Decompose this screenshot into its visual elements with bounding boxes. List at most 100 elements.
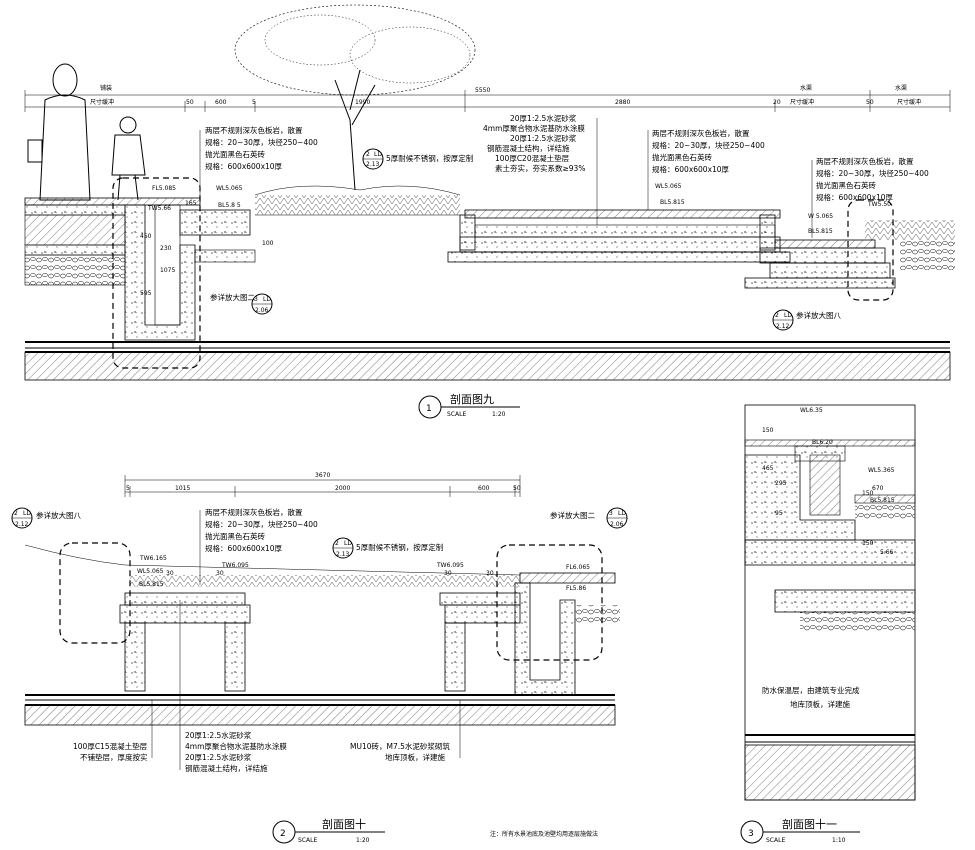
vdim-v4: 1075 xyxy=(160,267,175,274)
title10-text: 剖面图十 xyxy=(322,817,366,831)
ref-right9-num: 2 xyxy=(775,312,779,319)
note-top-10: 两层不规则深灰色板岩，散置 规格：20~30厚，块径250~400 抛光面黑色石… xyxy=(199,507,318,585)
s11-bl2: BL5.815 xyxy=(870,497,895,504)
s11-vdim-3: 95 xyxy=(775,510,783,517)
ref-right-9[interactable]: 2 LD 2.12 参详放大图八 xyxy=(772,309,841,331)
s10-note-bm-3: 20厚1:2.5水泥砂浆 xyxy=(185,752,252,762)
base-slab-9 xyxy=(24,341,951,381)
s11-layers xyxy=(744,439,916,801)
ref-mid-text: 5厚耐候不锈钢，按厚定制 xyxy=(386,153,473,163)
s10-dim-total: 3670 xyxy=(315,472,330,479)
note-center-6: 素土夯实，夯实系数≥93% xyxy=(495,163,585,173)
note-left-3: 抛光面黑色石英砖 xyxy=(205,149,265,159)
title-10: 2 剖面图十 SCALE 1:20 xyxy=(272,817,385,844)
ref-mid10-page: 2.13 xyxy=(336,551,350,558)
s11-vdim-6: 150 xyxy=(862,540,874,547)
title9-scale: 1:20 xyxy=(492,411,506,418)
note-center-group: 20厚1:2.5水泥砂浆 4mm厚聚合物水泥基防水涂膜 20厚1:2.5水泥砂浆… xyxy=(483,113,598,225)
s11-note-1: 防水保温层，由建筑专业完成 xyxy=(762,685,860,695)
dim-d2: 600 xyxy=(215,99,227,106)
note-left-1: 两层不规则深灰色板岩，散置 xyxy=(205,125,303,135)
note-right-group: 两层不规则深灰色板岩，散置 规格：20~30厚，块径250~400 抛光面黑色石… xyxy=(647,128,765,210)
s10-tw3: TW6.095 xyxy=(436,562,464,569)
label-bl2: BL5.815 xyxy=(660,199,685,206)
s11-vdim-5: 670 xyxy=(872,485,884,492)
footnote: 注：所有水景池底及池壁均用逐层施做法 xyxy=(490,830,598,838)
ref-right-10[interactable]: 3 LD 2.06 参详放大图二 xyxy=(550,507,628,529)
vdim-v3: 230 xyxy=(160,245,172,252)
note-center-4: 钢筋混凝土结构，详结施 xyxy=(487,143,570,153)
ref-mid10-num: 2 xyxy=(335,540,339,547)
s11-vdim-1: 465 xyxy=(762,465,774,472)
s11-vdim-2: 295 xyxy=(775,480,787,487)
dim-d1: 50 xyxy=(186,99,194,106)
s10-d30c: 30 xyxy=(444,570,452,577)
label-fl: FL5.085 xyxy=(152,185,176,192)
ref-left-10[interactable]: 2 LD 2.12 参详放大图八 xyxy=(11,507,81,529)
ref-right9-tag: LD xyxy=(784,312,792,319)
note-center-1: 20厚1:2.5水泥砂浆 xyxy=(510,113,577,123)
note-far-right-group: 两层不规则深灰色板岩，散置 规格：20~30厚，块径250~400 抛光面黑色石… xyxy=(811,156,929,238)
label-wl3: W 5.065 xyxy=(808,213,833,220)
label-wl: WL5.065 xyxy=(216,185,243,192)
ref-right9-text: 参详放大图八 xyxy=(796,310,841,320)
s10-note-top-4: 规格：600x600x10厚 xyxy=(205,543,283,553)
note-right-4: 规格：600x600x10厚 xyxy=(652,164,730,174)
note-right-3: 抛光面黑色石英砖 xyxy=(652,152,712,162)
ref-mid-tag: LD xyxy=(374,151,382,158)
note-left-2: 规格：20~30厚，块径250~400 xyxy=(205,137,318,147)
ref-right9-page: 2.12 xyxy=(776,323,790,330)
s10-note-bm-1: 20厚1:2.5水泥砂浆 xyxy=(185,730,252,740)
ref-left9-page: 2.06 xyxy=(255,307,269,314)
title11-num: 3 xyxy=(748,829,754,839)
label-tw2: TW5.50 xyxy=(867,201,891,208)
label-tw1: TW5.66 xyxy=(147,205,171,212)
s10-note-br-1: MU10砖，M7.5水泥砂浆砌筑 xyxy=(350,741,450,751)
s10-d30b: 30 xyxy=(216,570,224,577)
label-top-right-c: 水渠 xyxy=(895,84,907,92)
title11-scale-label: SCALE xyxy=(766,837,785,844)
s10-dim-d3: 2000 xyxy=(335,485,350,492)
ref-mid10-tag: LD xyxy=(344,540,352,547)
dim-d6: 20 xyxy=(773,99,781,106)
s11-wl1: WL6.35 xyxy=(800,407,823,414)
dim-d7: 50 xyxy=(866,99,874,106)
s10-d30a: 30 xyxy=(166,570,174,577)
note-center-5: 100厚C20混凝土垫层 xyxy=(495,153,570,163)
s10-note-bl-2: 不铺垫层，厚度按实 xyxy=(80,752,148,762)
s11-vdim-0: 150 xyxy=(762,427,774,434)
ref-left10-tag: LD xyxy=(23,510,31,517)
dim-total: 5550 xyxy=(475,87,490,94)
dim-d5: 2880 xyxy=(615,99,630,106)
note-right-1: 两层不规则深灰色板岩，散置 xyxy=(652,128,750,138)
section-9: 铺装 尺寸缓冲 水渠 尺寸缓冲 水渠 尺寸缓冲 5550 50 600 5 19… xyxy=(24,4,955,419)
label-bl3: BL5.815 xyxy=(808,228,833,235)
note-far-right-4: 规格：600x600x10厚 xyxy=(816,192,894,202)
s10-dim-d5: 50 xyxy=(513,485,521,492)
ref-left9-tag: LD xyxy=(263,296,271,303)
label-bl: BL5.8 5 xyxy=(218,202,241,209)
ref-mid-10[interactable]: 2 LD 2.13 5厚耐候不锈钢，按厚定制 xyxy=(332,537,443,559)
title-11: 3 剖面图十一 SCALE 1:10 xyxy=(740,817,860,844)
right-pool xyxy=(744,199,955,301)
ref-left9-num: 3 xyxy=(254,296,258,303)
ref-left10-text: 参详放大图八 xyxy=(36,510,81,520)
note-center-2: 4mm厚聚合物水泥基防水涂膜 xyxy=(483,123,585,133)
ref-left-9[interactable]: 3 LD 2.06 参详放大图二 xyxy=(210,292,273,315)
title9-num: 1 xyxy=(426,404,432,414)
section-11: WL6.35 BL6.20 WL5.365 BL5.815 5.66 150 4… xyxy=(740,404,916,844)
s11-bl1: BL6.20 xyxy=(812,439,833,446)
label-top-right-b: 尺寸缓冲 xyxy=(790,98,814,106)
ref-mid-9[interactable]: 2 LD 2.13 5厚耐候不锈钢，按厚定制 xyxy=(362,148,473,170)
s10-fl2: FL5.86 xyxy=(566,585,586,592)
s10-d30d: 30 xyxy=(486,570,494,577)
dimension-line-10 xyxy=(124,475,521,497)
ref-mid-num: 2 xyxy=(366,151,370,158)
s11-vdim-4: 150 xyxy=(862,490,874,497)
note-bottom-mid-10: 20厚1:2.5水泥砂浆 4mm厚聚合物水泥基防水涂膜 20厚1:2.5水泥砂浆… xyxy=(179,600,287,773)
ref-mid-page: 2.13 xyxy=(366,161,380,168)
s10-tw2: TW6.095 xyxy=(221,562,249,569)
s10-fl: FL6.065 xyxy=(566,564,590,571)
vdim-v1: 165 xyxy=(185,200,197,207)
s10-ground xyxy=(24,542,620,696)
